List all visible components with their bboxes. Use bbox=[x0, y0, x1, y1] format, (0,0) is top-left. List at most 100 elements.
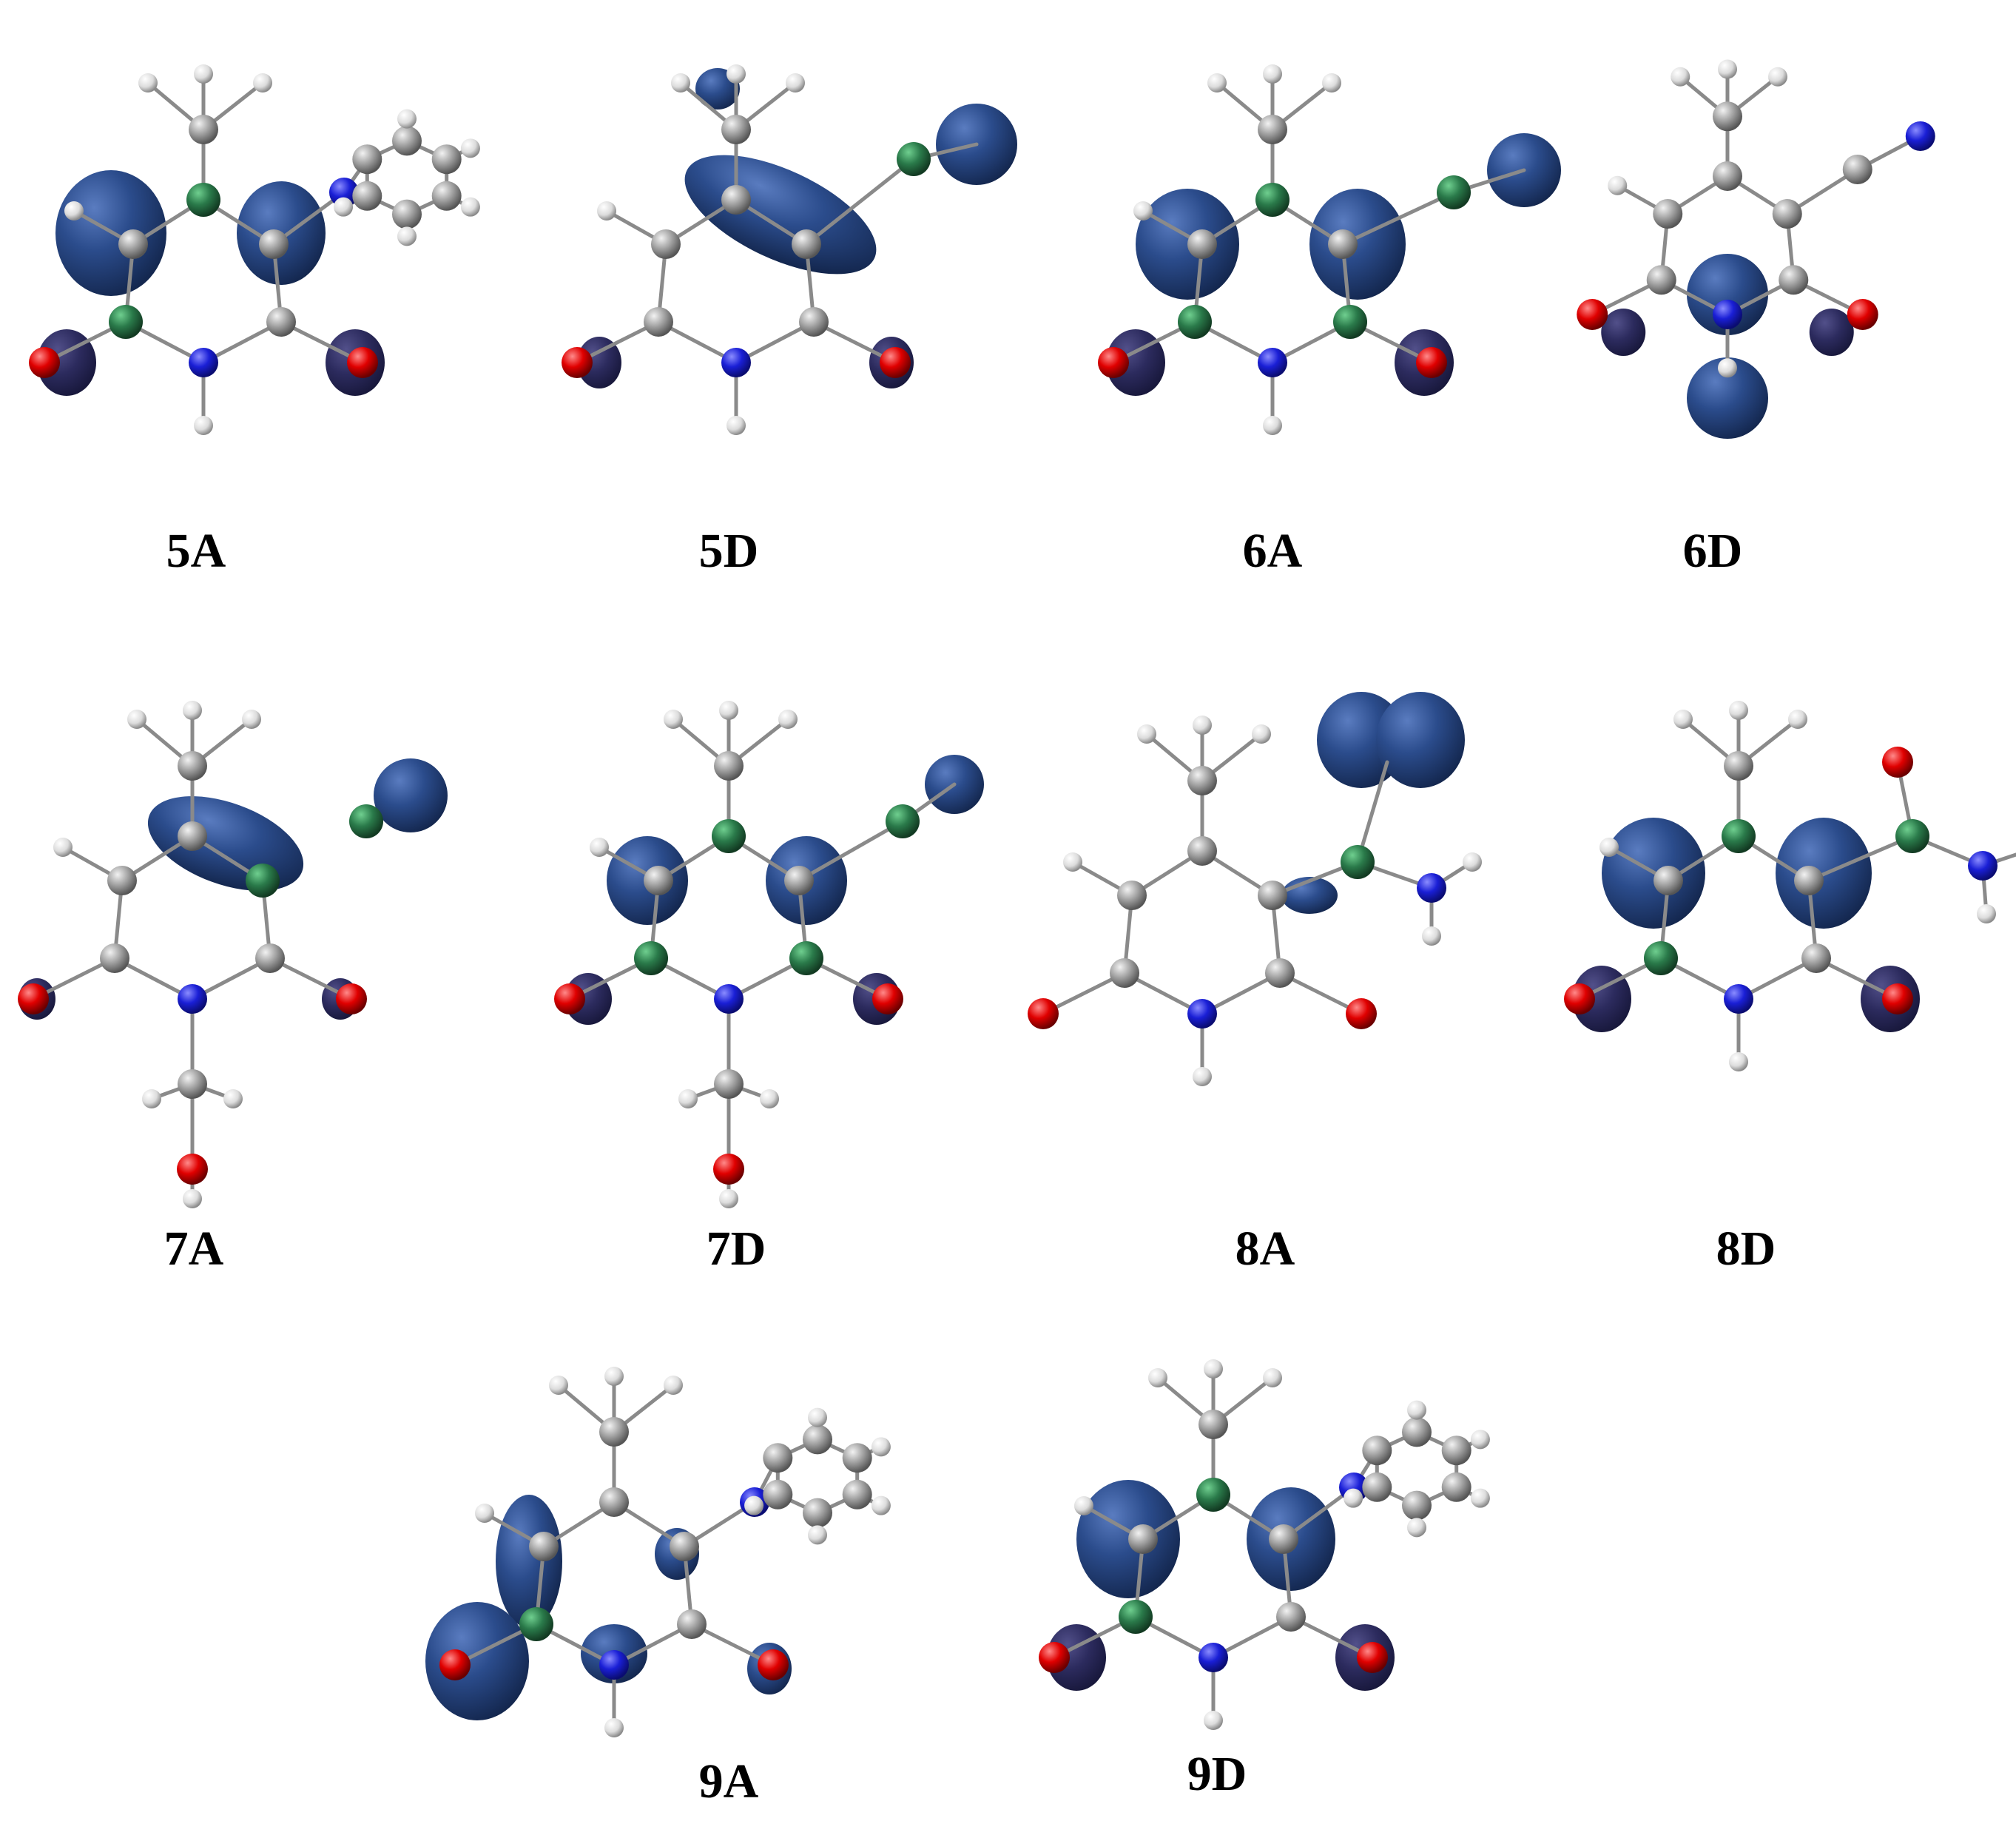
hydrogen-atom bbox=[53, 838, 73, 857]
molecule-9A bbox=[425, 1367, 891, 1737]
hydrogen-atom bbox=[397, 109, 417, 129]
carbon-atom bbox=[1199, 1410, 1228, 1439]
molecule-7D bbox=[554, 701, 984, 1208]
nitrogen-atom bbox=[1905, 121, 1935, 151]
carbon-atom bbox=[842, 1443, 872, 1473]
molecule-5A bbox=[29, 64, 480, 435]
fukui-lobe bbox=[1376, 692, 1465, 788]
nitrogen-atom bbox=[714, 984, 744, 1014]
hydrogen-atom bbox=[726, 416, 746, 435]
hydrogen-atom bbox=[1193, 1067, 1212, 1086]
hydrogen-atom bbox=[1470, 1488, 1490, 1508]
oxygen-atom bbox=[1882, 983, 1913, 1014]
nitrogen-atom bbox=[178, 984, 207, 1014]
fukui-green-site bbox=[712, 819, 746, 853]
carbon-atom bbox=[178, 821, 207, 851]
nitrogen-atom bbox=[1713, 300, 1742, 329]
oxygen-atom bbox=[713, 1154, 744, 1185]
carbon-atom bbox=[803, 1498, 832, 1528]
nitrogen-atom bbox=[1417, 873, 1446, 903]
carbon-atom bbox=[392, 126, 422, 156]
carbon-atom bbox=[842, 1479, 872, 1510]
hydrogen-atom bbox=[1788, 710, 1807, 729]
hydrogen-atom bbox=[778, 710, 798, 729]
hydrogen-atom bbox=[1063, 852, 1082, 872]
oxygen-atom bbox=[1098, 347, 1129, 378]
hydrogen-atom bbox=[242, 710, 261, 729]
oxygen-atom bbox=[18, 983, 49, 1014]
carbon-atom bbox=[352, 144, 382, 175]
fukui-lobe bbox=[374, 758, 448, 832]
fukui-lobe bbox=[684, 155, 877, 275]
fukui-green-site bbox=[519, 1607, 553, 1641]
hydrogen-atom bbox=[1204, 1359, 1223, 1379]
fukui-lobe bbox=[496, 1495, 562, 1628]
hydrogen-atom bbox=[223, 1089, 243, 1108]
oxygen-atom bbox=[1847, 299, 1878, 330]
nitrogen-atom bbox=[1258, 348, 1287, 377]
carbon-atom bbox=[803, 1424, 832, 1455]
fukui-green-site bbox=[1644, 941, 1678, 975]
hydrogen-atom bbox=[726, 64, 746, 84]
oxygen-atom bbox=[1039, 1642, 1070, 1673]
hydrogen-atom bbox=[678, 1089, 698, 1108]
hydrogen-atom bbox=[1768, 67, 1787, 87]
hydrogen-atom bbox=[1193, 716, 1212, 735]
carbon-atom bbox=[784, 866, 814, 895]
oxygen-atom bbox=[562, 347, 593, 378]
hydrogen-atom bbox=[253, 73, 272, 92]
carbon-atom bbox=[529, 1532, 559, 1561]
hydrogen-atom bbox=[1204, 1711, 1223, 1730]
carbon-atom bbox=[1402, 1417, 1432, 1447]
hydrogen-atom bbox=[1263, 1368, 1282, 1387]
hydrogen-atom bbox=[664, 710, 683, 729]
carbon-atom bbox=[1842, 155, 1872, 184]
carbon-atom bbox=[178, 751, 207, 781]
oxygen-atom bbox=[1028, 998, 1059, 1029]
hydrogen-atom bbox=[1252, 724, 1271, 744]
carbon-atom bbox=[1713, 161, 1742, 191]
hydrogen-atom bbox=[604, 1718, 624, 1737]
carbon-atom bbox=[792, 229, 821, 259]
hydrogen-atom bbox=[194, 416, 213, 435]
carbon-atom bbox=[1187, 766, 1217, 795]
hydrogen-atom bbox=[1729, 1052, 1748, 1071]
fukui-green-site bbox=[1178, 305, 1212, 339]
carbon-atom bbox=[178, 1069, 207, 1099]
hydrogen-atom bbox=[1599, 838, 1619, 857]
oxygen-atom bbox=[439, 1649, 471, 1680]
fukui-green-site bbox=[1895, 819, 1929, 853]
hydrogen-atom bbox=[1671, 67, 1690, 87]
label-6D: 6D bbox=[1682, 524, 1743, 578]
oxygen-atom bbox=[554, 983, 585, 1014]
fukui-green-site bbox=[789, 941, 823, 975]
molecule-6A bbox=[1098, 64, 1561, 435]
label-5A: 5A bbox=[166, 524, 226, 578]
hydrogen-atom bbox=[1344, 1488, 1363, 1508]
carbon-atom bbox=[1713, 101, 1742, 132]
label-6A: 6A bbox=[1242, 524, 1303, 578]
molecule-5D bbox=[562, 64, 1017, 435]
hydrogen-atom bbox=[1470, 1430, 1490, 1450]
carbon-atom bbox=[1772, 199, 1802, 229]
oxygen-atom bbox=[347, 347, 378, 378]
hydrogen-atom bbox=[194, 64, 213, 84]
fukui-lobe bbox=[425, 1602, 529, 1720]
oxygen-atom bbox=[1577, 299, 1608, 330]
carbon-atom bbox=[392, 199, 422, 229]
carbon-atom bbox=[1779, 265, 1809, 295]
carbon-atom bbox=[1258, 881, 1287, 910]
hydrogen-atom bbox=[760, 1089, 779, 1108]
carbon-atom bbox=[107, 866, 137, 895]
carbon-atom bbox=[763, 1479, 793, 1510]
carbon-atom bbox=[1801, 943, 1831, 973]
fukui-green-site bbox=[186, 183, 220, 217]
hydrogen-atom bbox=[1407, 1400, 1426, 1420]
hydrogen-atom bbox=[1263, 416, 1282, 435]
hydrogen-atom bbox=[1133, 201, 1153, 221]
fukui-lobe bbox=[1687, 357, 1768, 439]
carbon-atom bbox=[1402, 1490, 1432, 1521]
carbon-atom bbox=[670, 1532, 699, 1561]
hydrogen-atom bbox=[808, 1525, 827, 1545]
